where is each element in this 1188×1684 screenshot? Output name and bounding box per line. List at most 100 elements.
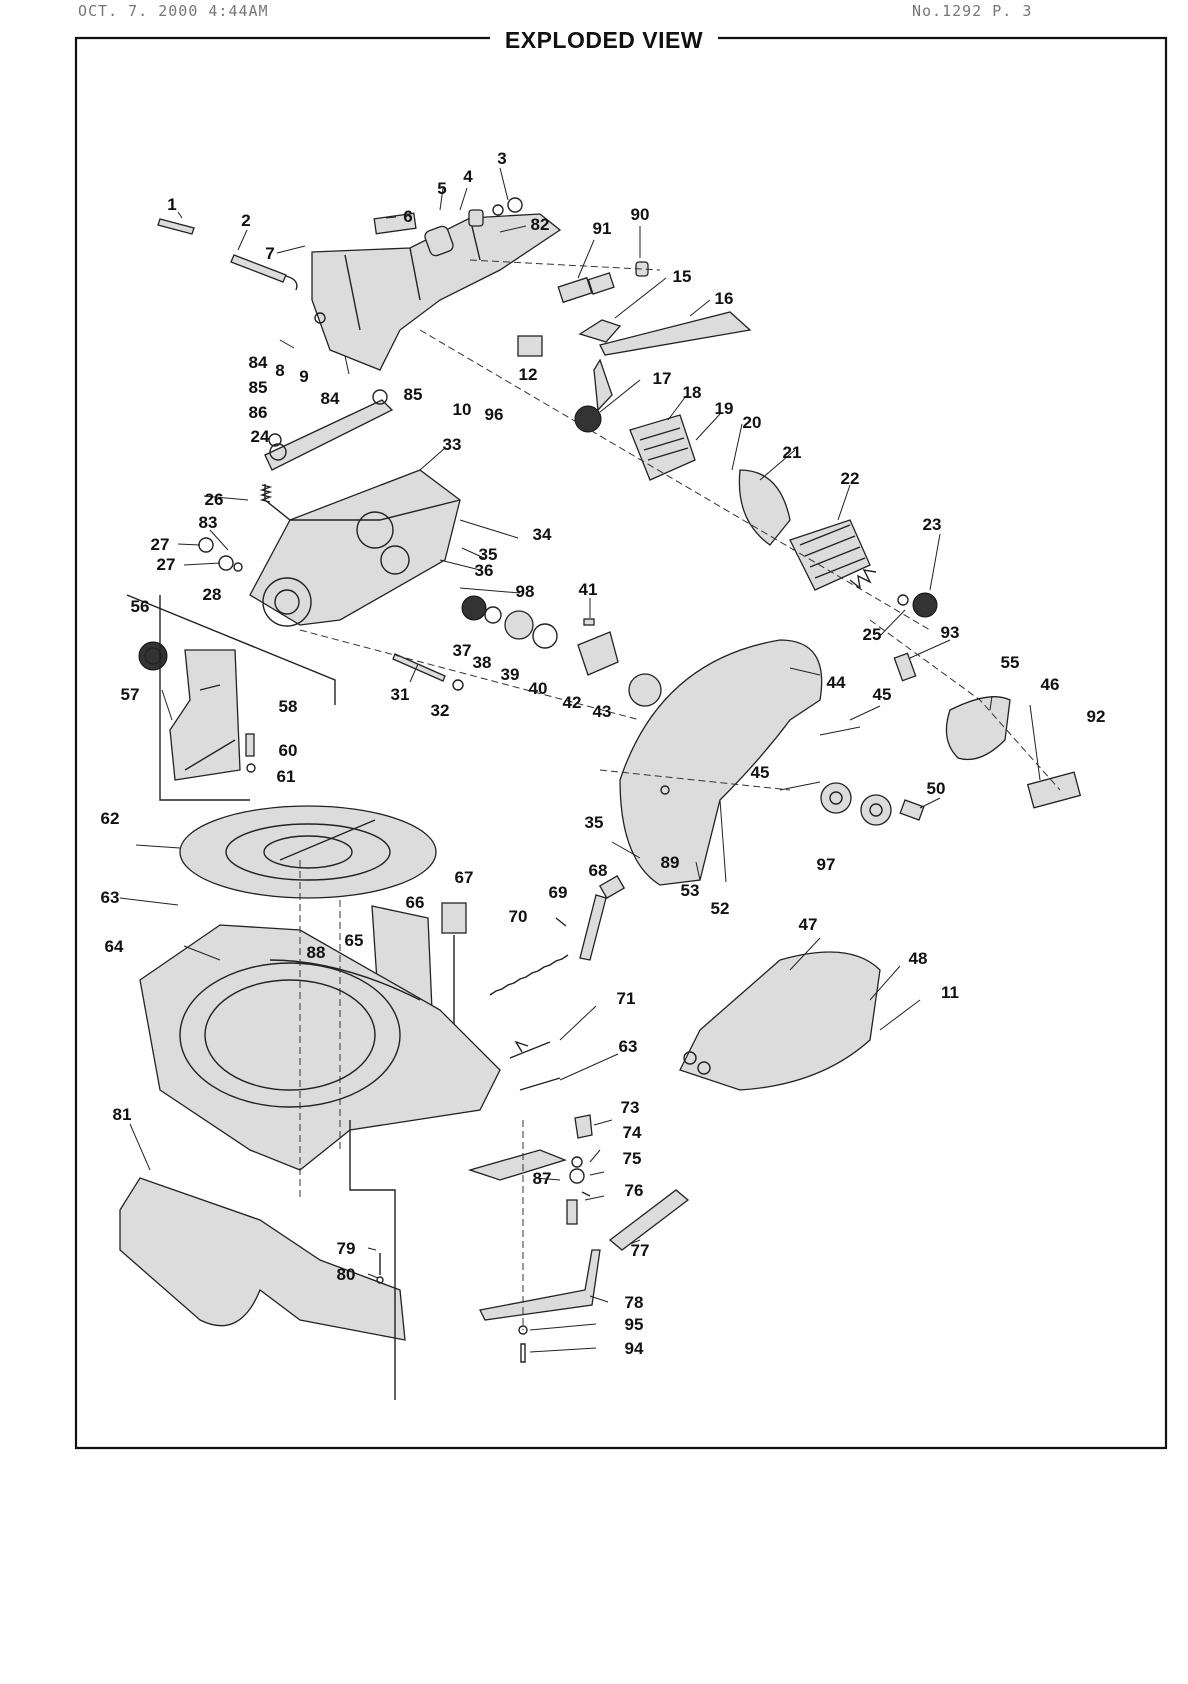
part-label-p79: 79 (337, 1239, 356, 1258)
leader-lines (119, 167, 1041, 1353)
part-label-p50: 50 (927, 779, 946, 798)
part-label-p85b: 85 (404, 385, 423, 404)
base-extension (119, 1177, 406, 1341)
part-label-p12: 12 (519, 365, 538, 384)
field-coil (629, 414, 696, 481)
part-label-p32: 32 (431, 701, 450, 720)
part-label-p65: 65 (345, 931, 364, 950)
part-label-p84a: 84 (249, 353, 268, 372)
part-label-p25: 25 (863, 625, 882, 644)
part-label-p66: 66 (406, 893, 425, 912)
part-label-p97: 97 (817, 855, 836, 874)
part-label-p4: 4 (463, 167, 473, 186)
part-label-p34: 34 (533, 525, 552, 544)
part-2-shaft (230, 254, 287, 283)
part-label-p98: 98 (516, 582, 535, 601)
handle-arm-casting (311, 213, 562, 371)
part-label-p16: 16 (715, 289, 734, 308)
part-label-p7: 7 (265, 244, 274, 263)
part-labels: 1 2 3 4 5 6 7 82 91 90 15 16 8 9 12 84 8… (101, 149, 1106, 1358)
part-label-p85a: 85 (249, 378, 268, 397)
part-label-p3: 3 (497, 149, 506, 168)
part-label-p2: 2 (241, 211, 250, 230)
lock-handle (608, 1189, 690, 1251)
part-label-p22: 22 (841, 469, 860, 488)
part-label-p21: 21 (783, 443, 802, 462)
part-label-p28: 28 (203, 585, 222, 604)
gear-housing (249, 469, 461, 626)
part-label-p58: 58 (279, 697, 298, 716)
part-label-p61: 61 (277, 767, 296, 786)
assembly-lines (126, 259, 1061, 1400)
part-label-p19: 19 (715, 399, 734, 418)
turntable (179, 805, 437, 899)
part-label-p87: 87 (533, 1169, 552, 1188)
part-label-p64: 64 (105, 937, 124, 956)
part-label-p27a: 27 (151, 535, 170, 554)
part-label-p70: 70 (509, 907, 528, 926)
part-label-p80: 80 (337, 1265, 356, 1284)
part-label-p71: 71 (617, 989, 636, 1008)
part-drawings (119, 197, 1082, 1363)
part-label-p1: 1 (167, 195, 176, 214)
part-label-p78: 78 (625, 1293, 644, 1312)
part-label-p77: 77 (631, 1241, 650, 1260)
part-label-p44: 44 (827, 673, 846, 692)
part-label-p94: 94 (625, 1339, 644, 1358)
part-label-p20: 20 (743, 413, 762, 432)
part-label-p9: 9 (299, 367, 308, 386)
part-label-p41: 41 (579, 580, 598, 599)
part-label-p56: 56 (131, 597, 150, 616)
saw-base (139, 924, 501, 1171)
part-label-p33: 33 (443, 435, 462, 454)
part-label-p69: 69 (549, 883, 568, 902)
part-label-p84b: 84 (321, 389, 340, 408)
part-label-p8: 8 (275, 361, 284, 380)
part-label-p68: 68 (589, 861, 608, 880)
part-label-p95: 95 (625, 1315, 644, 1334)
part-label-p57: 57 (121, 685, 140, 704)
part-label-p43: 43 (593, 702, 612, 721)
part-label-p63a: 63 (101, 888, 120, 907)
part-label-p37: 37 (453, 641, 472, 660)
part-label-p75: 75 (623, 1149, 642, 1168)
part-label-p17: 17 (653, 369, 672, 388)
part-label-p55: 55 (1001, 653, 1020, 672)
diagram-frame (74, 36, 1168, 1450)
part-label-p35b: 35 (585, 813, 604, 832)
part-label-p6: 6 (403, 207, 412, 226)
upper-blade-guard (619, 639, 823, 886)
part-label-p27b: 27 (157, 555, 176, 574)
part-label-p67: 67 (455, 868, 474, 887)
part-label-p90: 90 (631, 205, 650, 224)
part-label-p38: 38 (473, 653, 492, 672)
part-label-p86: 86 (249, 403, 268, 422)
part-label-p42: 42 (563, 693, 582, 712)
part-label-p40: 40 (529, 679, 548, 698)
part-label-p73: 73 (621, 1098, 640, 1117)
fax-header-right: No.1292 P. 3 (912, 2, 1033, 20)
part-label-p15: 15 (673, 267, 692, 286)
part-label-p24: 24 (251, 427, 270, 446)
part-label-p23: 23 (923, 515, 942, 534)
part-label-p60: 60 (279, 741, 298, 760)
pivot-bracket (169, 649, 241, 781)
part-label-p45a: 45 (873, 685, 892, 704)
part-label-p53: 53 (681, 881, 700, 900)
part-label-p36: 36 (475, 561, 494, 580)
part-label-p74: 74 (623, 1123, 642, 1142)
part-label-p91: 91 (593, 219, 612, 238)
part-label-p83: 83 (199, 513, 218, 532)
part-label-p96: 96 (485, 405, 504, 424)
part-label-p62: 62 (101, 809, 120, 828)
part-label-p81: 81 (113, 1105, 132, 1124)
part-label-p18: 18 (683, 383, 702, 402)
part-label-p92: 92 (1087, 707, 1106, 726)
part-label-p47: 47 (799, 915, 818, 934)
part-label-p63b: 63 (619, 1037, 638, 1056)
lower-blade-guard (679, 951, 881, 1091)
part-label-p93: 93 (941, 623, 960, 642)
part-label-p82: 82 (531, 215, 550, 234)
part-label-p39: 39 (501, 665, 520, 684)
